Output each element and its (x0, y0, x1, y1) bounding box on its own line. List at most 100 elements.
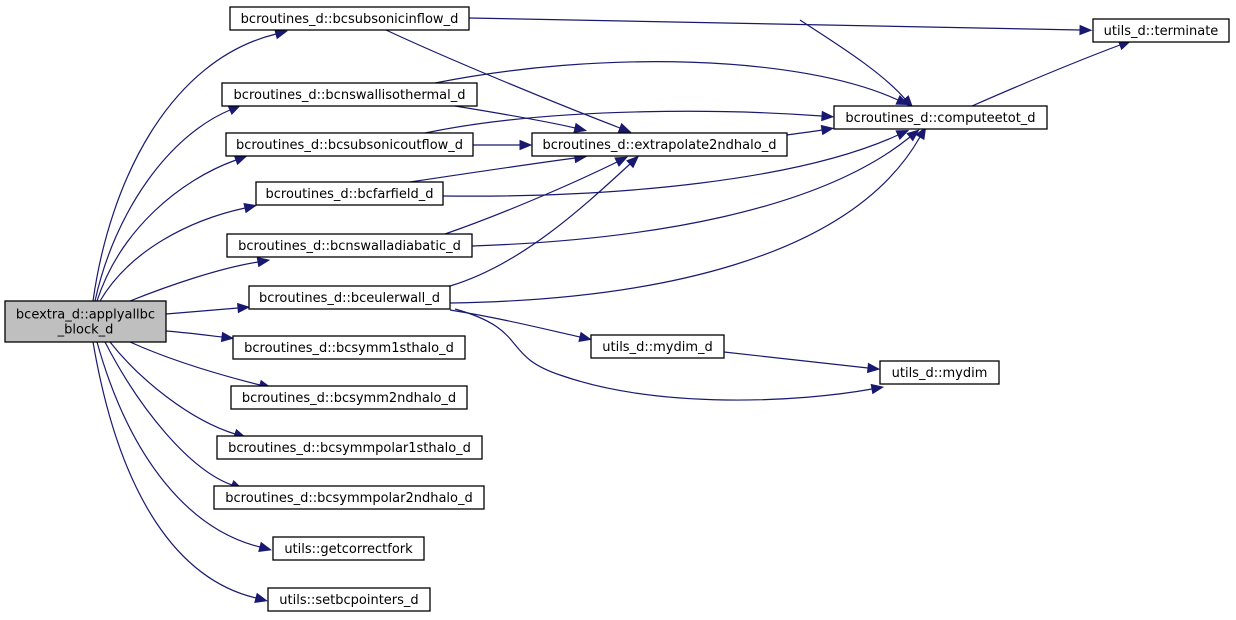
edge-line (129, 341, 261, 386)
node-box[interactable] (267, 587, 431, 612)
node-label: utils_d::terminate (1104, 24, 1219, 39)
edge-line (449, 163, 631, 287)
node-label: bcroutines_d::bcfarfield_d (266, 187, 434, 202)
node-bcsymmpolar2ndhalo[interactable]: bcroutines_d::bcsymmpolar2ndhalo_d (213, 485, 485, 510)
node-computeetot[interactable]: bcroutines_d::computeetot_d (833, 105, 1048, 130)
node-label: bcroutines_d::bcnswalladiabatic_d (238, 239, 461, 254)
edge-root-to-setbcpointers (92, 341, 268, 603)
edge-bceulerwall-to-computeetot (449, 126, 927, 304)
node-mydim[interactable]: utils_d::mydim (879, 360, 1000, 385)
edge-root-to-bcnswalladiabatic (129, 256, 271, 302)
edge-line (165, 330, 223, 338)
edge-root-to-getcorrectfork (96, 341, 272, 552)
arrowhead-icon (233, 155, 248, 166)
node-box[interactable] (879, 360, 1000, 385)
node-box[interactable] (248, 285, 451, 310)
edge-bcsubsonicoutflow-to-computeetot (424, 110, 835, 134)
arrowhead-icon (895, 95, 910, 105)
edge-line (468, 17, 1081, 31)
node-bcsymm1sthalo[interactable]: bcroutines_d::bcsymm1sthalo_d (232, 335, 466, 360)
node-label: utils::getcorrectfork (284, 542, 413, 557)
edge-bceulerwall-to-extrapolate2ndhalo (449, 155, 640, 287)
node-box[interactable] (221, 82, 478, 107)
node-label: utils_d::mydim_d (602, 340, 712, 355)
node-bcsubsonicinflow[interactable]: bcroutines_d::bcsubsonicinflow_d (229, 6, 470, 31)
edge-line (723, 351, 869, 369)
node-label: bcextra_d::applyallbc (16, 308, 155, 323)
edge-bcnswalladiabatic-to-extrapolate2ndhalo (444, 156, 629, 235)
arrowhead-icon (866, 362, 881, 374)
edge-line (96, 159, 237, 302)
node-bcsymmpolar1sthalo[interactable]: bcroutines_d::bcsymmpolar1sthalo_d (216, 435, 483, 460)
edge-root-to-bcsymmpolar2ndhalo (104, 341, 244, 490)
arrowhead-icon (870, 383, 885, 395)
arrowhead-icon (220, 331, 235, 343)
node-bceulerwall[interactable]: bcroutines_d::bceulerwall_d (248, 285, 451, 310)
edge-line (385, 29, 621, 129)
edge-line (92, 341, 257, 599)
arrowhead-icon (820, 124, 835, 136)
node-bcsubsonicoutflow[interactable]: bcroutines_d::bcsubsonicoutflow_d (225, 132, 474, 157)
arrowhead-icon (821, 110, 835, 122)
edge-line (786, 129, 823, 136)
node-getcorrectfork[interactable]: utils::getcorrectfork (272, 536, 425, 561)
node-root[interactable]: bcextra_d::applyallbc_block_d (4, 300, 167, 343)
node-box[interactable] (833, 105, 1048, 130)
arrowhead-icon (1079, 24, 1093, 36)
edge-bceulerwall-to-mydim (454, 308, 885, 401)
node-terminate[interactable]: utils_d::terminate (1092, 18, 1230, 43)
edge-bcsubsonicinflow-to-computeetot (799, 19, 914, 109)
node-bcnswalladiabatic[interactable]: bcroutines_d::bcnswalladiabatic_d (226, 233, 473, 258)
edge-bcsubsonicinflow-to-extrapolate2ndhalo (385, 29, 632, 133)
node-setbcpointers[interactable]: utils::setbcpointers_d (267, 587, 431, 612)
node-bcsymm2ndhalo[interactable]: bcroutines_d::bcsymm2ndhalo_d (230, 385, 468, 410)
node-label: bcroutines_d::bcsymmpolar2ndhalo_d (225, 491, 473, 506)
arrowhead-icon (256, 256, 271, 268)
node-box[interactable] (1092, 18, 1230, 43)
edge-line (444, 161, 618, 235)
arrowhead-icon (573, 122, 588, 133)
node-box[interactable] (213, 485, 485, 510)
node-box[interactable] (272, 536, 425, 561)
edge-computeetot-to-terminate (971, 40, 1132, 107)
node-label: bcroutines_d::extrapolate2ndhalo_d (543, 138, 777, 153)
edge-bcfarfield-to-extrapolate2ndhalo (409, 152, 588, 183)
node-box[interactable] (226, 233, 473, 258)
edge-line (799, 19, 906, 100)
arrowhead-icon (258, 541, 272, 552)
node-label: bcroutines_d::bcsymm1sthalo_d (244, 341, 454, 356)
edge-line (442, 134, 899, 197)
node-box[interactable] (229, 6, 470, 31)
node-box[interactable] (590, 334, 725, 359)
edge-line (92, 33, 277, 302)
node-box[interactable] (255, 181, 444, 206)
arrowhead-icon (617, 122, 632, 133)
arrowhead-icon (243, 202, 258, 214)
arrowhead-icon (274, 29, 288, 40)
edge-bcfarfield-to-computeetot (442, 129, 910, 197)
node-box[interactable] (230, 385, 468, 410)
node-extrapolate2ndhalo[interactable]: bcroutines_d::extrapolate2ndhalo_d (531, 132, 788, 157)
node-label: bcroutines_d::bcnswallisothermal_d (234, 88, 466, 103)
edge-line (104, 341, 233, 486)
edge-mydim_d-to-mydim (723, 351, 881, 374)
edge-root-to-bcsymmpolar1sthalo (109, 341, 247, 439)
node-mydim_d[interactable]: utils_d::mydim_d (590, 334, 725, 359)
node-box[interactable] (531, 132, 788, 157)
edge-line (424, 110, 823, 134)
edge-root-to-bcfarfield (99, 202, 258, 302)
node-box[interactable] (216, 435, 483, 460)
node-box[interactable] (4, 300, 167, 343)
node-label: bcroutines_d::computeetot_d (845, 111, 1035, 126)
node-bcnswallisothermal[interactable]: bcroutines_d::bcnswallisothermal_d (221, 82, 478, 107)
edge-line (109, 341, 236, 435)
node-label: bcroutines_d::bcsubsonicinflow_d (241, 12, 459, 27)
node-label: utils::setbcpointers_d (279, 593, 418, 608)
nodes-layer: bcextra_d::applyallbc_block_dbcroutines_… (4, 6, 1230, 612)
node-label: _block_d (57, 323, 114, 338)
node-label: utils_d::mydim (892, 366, 988, 381)
node-bcfarfield[interactable]: bcroutines_d::bcfarfield_d (255, 181, 444, 206)
node-box[interactable] (225, 132, 474, 157)
node-box[interactable] (232, 335, 466, 360)
